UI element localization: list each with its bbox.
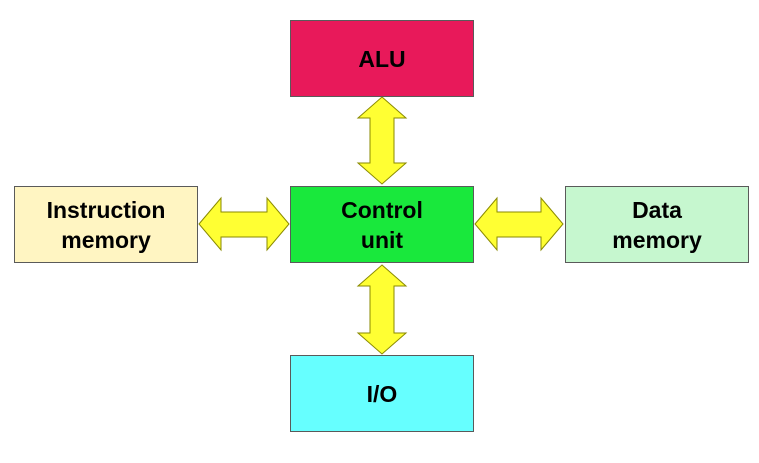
instruction-memory-label: Instruction memory <box>46 196 166 253</box>
arrow-control-data <box>474 196 564 252</box>
io-box: I/O <box>290 355 474 432</box>
instruction-memory-box: Instruction memory <box>14 186 198 263</box>
arrow-alu-control <box>356 96 408 185</box>
arrow-instr-control <box>198 196 290 252</box>
arrow-control-io <box>356 264 408 355</box>
io-label: I/O <box>366 380 398 407</box>
alu-label: ALU <box>358 45 406 72</box>
alu-box: ALU <box>290 20 474 97</box>
data-memory-label: Data memory <box>612 196 702 253</box>
data-memory-box: Data memory <box>565 186 749 263</box>
control-unit-label: Control unit <box>341 196 423 253</box>
control-unit-box: Control unit <box>290 186 474 263</box>
